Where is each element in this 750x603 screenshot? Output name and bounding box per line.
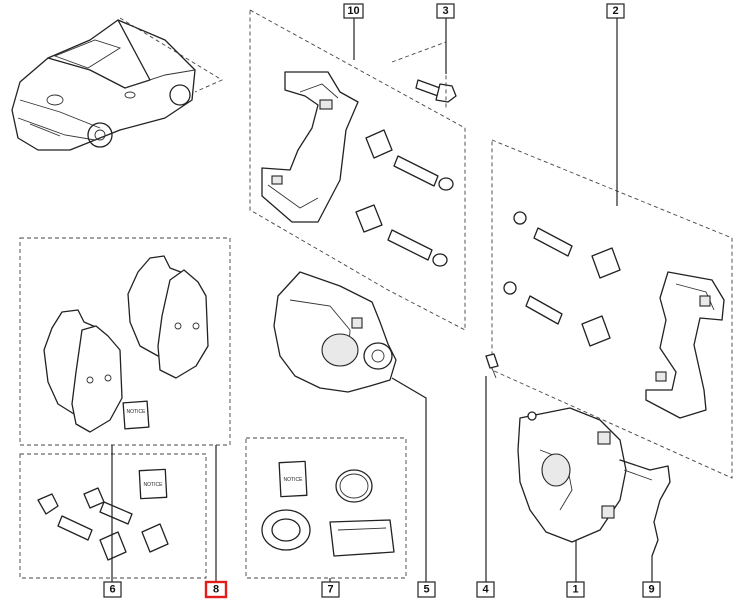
caliper-part-1 [517, 407, 627, 543]
notice-label-pads: NOTICE [127, 409, 147, 415]
notice-label-seals: NOTICE [284, 477, 304, 483]
callout-7-label: 7 [327, 584, 333, 596]
group-7-seal-kit: NOTICE [245, 437, 407, 579]
group-2-outline [491, 139, 733, 479]
callout-1[interactable]: 1 [566, 581, 585, 598]
group-10-outline [249, 9, 466, 331]
callout-7[interactable]: 7 [321, 581, 340, 598]
group-6-pin-kit: NOTICE [19, 453, 207, 579]
callout-4-label: 4 [482, 584, 489, 596]
callout-2[interactable]: 2 [606, 3, 625, 19]
callout-5[interactable]: 5 [417, 581, 436, 598]
bolt-part-3 [391, 41, 457, 110]
callout-5-label: 5 [423, 584, 429, 596]
callout-9[interactable]: 9 [642, 581, 661, 598]
group-10-carrier-kit [249, 9, 466, 331]
caliper-part-5 [273, 271, 397, 393]
group-8-pad-kit: NOTICE [19, 237, 231, 586]
callout-8-label: 8 [213, 584, 219, 596]
callout-6[interactable]: 6 [103, 581, 122, 598]
leader-lines [111, 18, 653, 586]
bleed-screw-part-4 [485, 353, 499, 379]
wear-sensor-part-9 [619, 459, 671, 557]
callout-6-label: 6 [109, 584, 115, 596]
callout-4[interactable]: 4 [476, 581, 495, 598]
group-2-carrier-kit [491, 139, 733, 479]
callout-9-label: 9 [648, 584, 654, 596]
callout-10[interactable]: 10 [343, 3, 364, 19]
car-illustration [11, 17, 223, 151]
callout-1-label: 1 [572, 584, 578, 596]
notice-label-pins: NOTICE [144, 482, 164, 488]
callout-2-label: 2 [612, 5, 618, 17]
callout-8[interactable]: 8 [204, 580, 228, 599]
callout-10-label: 10 [347, 5, 359, 17]
callout-3[interactable]: 3 [436, 3, 455, 19]
callout-3-label: 3 [442, 5, 448, 17]
